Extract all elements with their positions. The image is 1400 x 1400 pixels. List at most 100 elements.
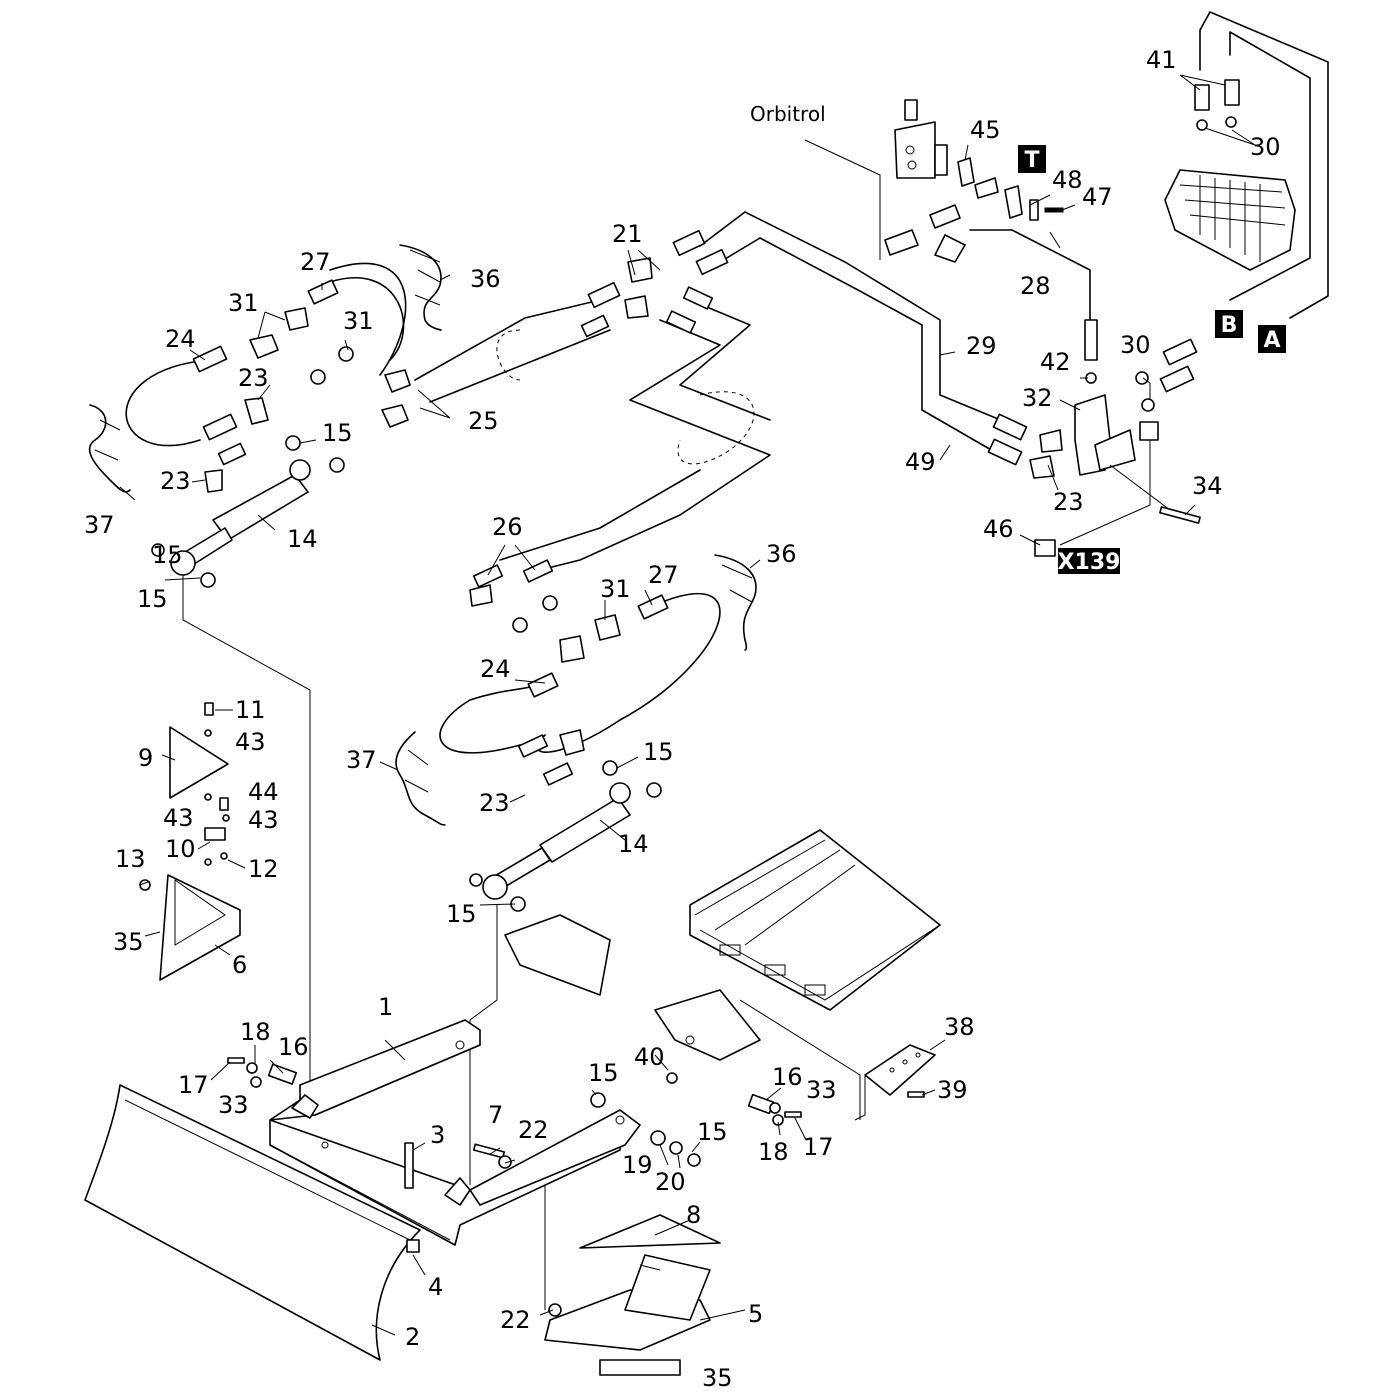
dozer-blade [84, 1084, 421, 1361]
callout-43b: 43 [163, 804, 194, 832]
callout-37a: 37 [84, 511, 115, 539]
mount-brackets [504, 914, 761, 1376]
callout-34: 34 [1192, 472, 1223, 500]
callout-18a: 18 [240, 1018, 271, 1046]
callout-24b: 24 [480, 655, 511, 683]
bracket-assembly [139, 702, 241, 981]
callout-12: 12 [248, 855, 279, 883]
callout-42: 42 [1040, 348, 1071, 376]
port-tag-b-label: B [1221, 313, 1238, 338]
callout-35a: 35 [113, 928, 144, 956]
float-valve [1034, 319, 1196, 557]
callout-8: 8 [686, 1201, 701, 1229]
port-tag-b: B [1215, 310, 1243, 338]
callout-14b: 14 [618, 830, 649, 858]
callout-10: 10 [165, 835, 196, 863]
callout-15e: 15 [588, 1059, 619, 1087]
callout-15a: 15 [322, 419, 353, 447]
callout-44: 44 [248, 778, 279, 806]
callout-23a: 23 [238, 364, 269, 392]
callout-15f: 15 [697, 1118, 728, 1146]
fittings [192, 229, 1198, 786]
connector-tag-x139: X139 [1058, 548, 1121, 575]
callout-49: 49 [905, 448, 936, 476]
callout-11: 11 [235, 696, 266, 724]
callout-15b: 15 [137, 585, 168, 613]
step-plate [854, 1044, 936, 1121]
callout-27b: 27 [648, 561, 679, 589]
callout-23b: 23 [160, 467, 191, 495]
callout-25: 25 [468, 407, 499, 435]
lift-cylinder-upper [151, 435, 345, 588]
port-tag-t-label: T [1024, 148, 1039, 173]
callout-31a: 31 [228, 289, 259, 317]
callout-45: 45 [970, 116, 1001, 144]
callout-20: 20 [655, 1168, 686, 1196]
callout-15d: 15 [446, 900, 477, 928]
callout-43a: 43 [235, 728, 266, 756]
callout-6: 6 [232, 951, 247, 979]
callout-17b: 17 [803, 1133, 834, 1161]
callout-3: 3 [430, 1121, 445, 1149]
bolts-and-pins [227, 506, 1201, 1317]
callout-29: 29 [966, 332, 997, 360]
callout-27a: 27 [300, 248, 331, 276]
callout-23d: 23 [479, 789, 510, 817]
callout-16a: 16 [278, 1033, 309, 1061]
orbitrol-label: Orbitrol [750, 102, 826, 126]
callout-38: 38 [944, 1013, 975, 1041]
callout-41: 41 [1146, 46, 1177, 74]
callout-17a: 17 [178, 1071, 209, 1099]
callout-26: 26 [492, 513, 523, 541]
callout-39: 39 [937, 1076, 968, 1104]
hood-panel [689, 829, 941, 1011]
callout-4: 4 [428, 1273, 443, 1301]
callout-15c: 15 [643, 738, 674, 766]
callout-9: 9 [138, 744, 153, 772]
port-tag-t: T [1018, 145, 1046, 173]
callout-33b: 33 [806, 1076, 837, 1104]
callout-14a: 14 [287, 525, 318, 553]
port-tag-a: A [1258, 325, 1286, 353]
callout-15g: 15 [152, 541, 183, 569]
spiral-guards [88, 244, 757, 826]
callout-30a: 30 [1120, 331, 1151, 359]
callout-46: 46 [983, 515, 1014, 543]
callout-37b: 37 [346, 746, 377, 774]
callout-40: 40 [634, 1043, 665, 1071]
port-tag-a-label: A [1263, 328, 1280, 353]
orbitrol-fittings [884, 99, 1064, 263]
callout-7: 7 [488, 1101, 503, 1129]
callout-31b: 31 [343, 307, 374, 335]
callout-43c: 43 [248, 806, 279, 834]
hose-routing [125, 11, 1329, 1310]
push-frame [269, 1019, 641, 1246]
callout-22b: 22 [500, 1306, 531, 1334]
callout-23c: 23 [1053, 488, 1084, 516]
callout-33a: 33 [218, 1091, 249, 1119]
control-valve-block [1164, 79, 1296, 271]
callout-13: 13 [115, 845, 146, 873]
callout-47: 47 [1082, 183, 1113, 211]
callout-numbers: 1 2 3 4 5 6 7 8 9 10 11 12 13 14 14 15 1… [84, 46, 1281, 1392]
lift-cylinder-lower [469, 760, 662, 912]
callout-30b: 30 [1250, 133, 1281, 161]
callout-22a: 22 [518, 1116, 549, 1144]
callout-36a: 36 [470, 265, 501, 293]
callout-18b: 18 [758, 1138, 789, 1166]
callout-5: 5 [748, 1300, 763, 1328]
callout-35b: 35 [702, 1364, 733, 1392]
connector-tag-label: X139 [1058, 550, 1121, 575]
callout-36b: 36 [766, 540, 797, 568]
callout-2: 2 [405, 1323, 420, 1351]
callout-32: 32 [1022, 384, 1053, 412]
callout-28: 28 [1020, 272, 1051, 300]
callout-24a: 24 [165, 325, 196, 353]
callout-21: 21 [612, 220, 643, 248]
callout-48: 48 [1052, 166, 1083, 194]
callout-leaders [119, 74, 1256, 1336]
callout-16b: 16 [772, 1063, 803, 1091]
callout-19: 19 [622, 1151, 653, 1179]
callout-31c: 31 [600, 575, 631, 603]
